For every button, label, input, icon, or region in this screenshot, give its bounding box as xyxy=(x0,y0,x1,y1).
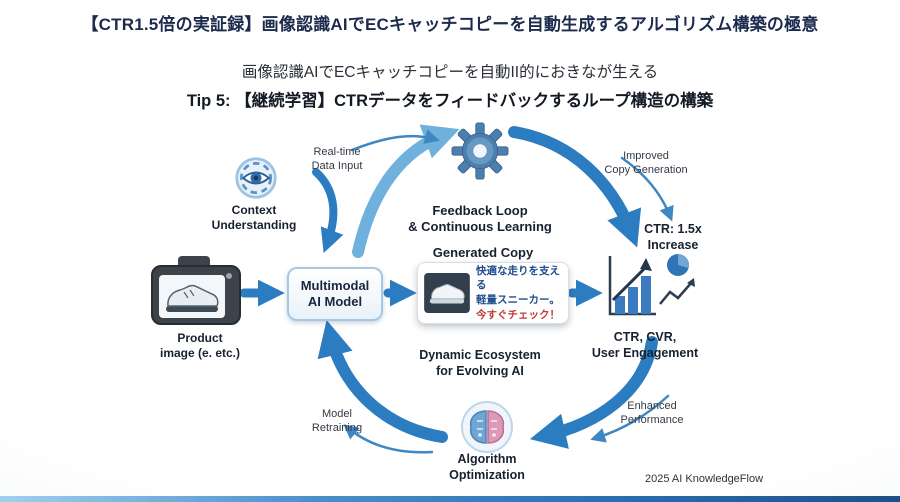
eye-icon xyxy=(235,157,277,199)
copy-line-1: 快適な走りを支える xyxy=(476,264,560,292)
copy-line-2: 軽量スニーカー。 xyxy=(476,294,560,306)
brain-gear-icon xyxy=(461,401,513,453)
tip-heading: Tip 5: 【継続学習】CTRデータをフィードバックするループ構造の構築 xyxy=(186,92,714,110)
feedback-loop-label: Feedback Loop & Continuous Learning xyxy=(408,203,552,235)
generated-copy-card: 快適な走りを支える 軽量スニーカー。 今すぐチェック！ xyxy=(417,262,569,324)
realtime-data-input-label: Real-time Data Input xyxy=(311,146,363,172)
credit-text: 2025 AI KnowledgeFlow xyxy=(645,473,764,485)
camera-icon xyxy=(151,256,241,325)
metrics-label: CTR, CVR, User Engagement xyxy=(591,330,699,360)
improved-copy-label: Improved Copy Generation xyxy=(604,150,688,176)
context-understanding-label: Context Understanding xyxy=(211,203,297,232)
enhanced-performance-label: Enhanced Performance xyxy=(620,400,684,426)
multimodal-model-node: Multimodal AI Model xyxy=(287,267,383,321)
gear-icon xyxy=(451,122,509,180)
bottom-accent-bar xyxy=(0,496,900,502)
generated-copy-title: Generated Copy xyxy=(432,245,534,260)
copy-line-3: 今すぐチェック！ xyxy=(476,308,560,321)
page-title: 【CTR1.5倍の実証録】画像認識AIでECキャッチコピーを自動生成するアルゴリ… xyxy=(81,15,819,34)
ecosystem-label: Dynamic Ecosystem for Evolving AI xyxy=(419,348,541,378)
arrow-context-to-model xyxy=(312,168,344,253)
arrow-thin-realtime xyxy=(350,129,440,152)
sneaker-thumbnail xyxy=(424,273,470,313)
page-subtitle: 画像認識AIでECキャッチコピーを自動II的におきなが生える xyxy=(241,64,659,81)
ctr-increase-label: CTR: 1.5x Increase xyxy=(644,222,702,252)
algorithm-optimization-label: Algorithm Optimization xyxy=(449,452,525,482)
model-retraining-label: Model Retraining xyxy=(311,408,363,434)
generated-copy-text: 快適な走りを支える 軽量スニーカー。 今すぐチェック！ xyxy=(476,264,562,323)
metrics-chart-icon xyxy=(608,254,695,316)
product-image-label: Product image (e. etc.) xyxy=(159,331,241,360)
